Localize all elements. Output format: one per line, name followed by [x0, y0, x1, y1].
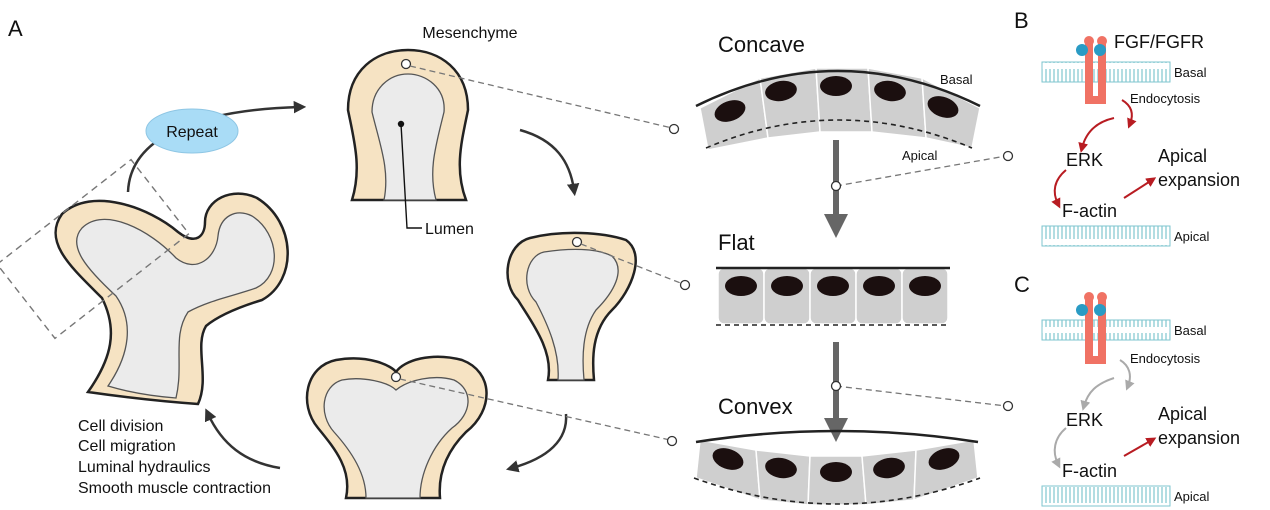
bud-stage-1 [348, 50, 468, 228]
epithelium-flat [716, 268, 950, 325]
b-apical-expansion-line2: expansion [1158, 170, 1240, 190]
concave-basal-label: Basal [940, 72, 973, 87]
epithelium-convex [694, 431, 980, 505]
bud-stage-3 [307, 357, 487, 498]
c-endocytosis-label: Endocytosis [1130, 351, 1201, 366]
b-erk-label: ERK [1066, 150, 1103, 170]
b-factin-label: F-actin [1062, 201, 1117, 221]
c-erk-label: ERK [1066, 410, 1103, 430]
fgf-ligand [1094, 44, 1106, 56]
repeat-label: Repeat [166, 124, 218, 141]
panel-label-c: C [1014, 272, 1030, 297]
mechanisms-list: Cell division Cell migration Luminal hyd… [78, 418, 271, 497]
c-basal-label: Basal [1174, 323, 1207, 338]
bud-stage-2 [508, 233, 636, 380]
mesenchyme-label: Mesenchyme [422, 25, 517, 42]
fgf-ligand [1076, 304, 1088, 316]
b-basal-label: Basal [1174, 65, 1207, 80]
concave-label: Concave [718, 32, 805, 57]
convex-label: Convex [718, 394, 793, 419]
b-apical-label: Apical [1174, 229, 1210, 244]
fgf-ligand [1094, 304, 1106, 316]
c-apical-expansion-line1: Apical [1158, 404, 1207, 424]
epithelium-concave [696, 68, 980, 150]
b-endocytosis-label: Endocytosis [1130, 91, 1201, 106]
b-apical-expansion-line1: Apical [1158, 146, 1207, 166]
panel-label-b: B [1014, 8, 1029, 33]
mechanism-item: Luminal hydraulics [78, 459, 211, 476]
c-factin-label: F-actin [1062, 461, 1117, 481]
fgf-fgfr-label: FGF/FGFR [1114, 32, 1204, 52]
c-apical-expansion-line2: expansion [1158, 428, 1240, 448]
c-apical-label: Apical [1174, 489, 1210, 504]
panel-label-a: A [8, 16, 23, 41]
lumen-label: Lumen [425, 221, 474, 238]
concave-apical-label: Apical [902, 148, 938, 163]
mechanism-item: Cell division [78, 418, 163, 435]
mechanism-item: Smooth muscle contraction [78, 480, 271, 497]
flat-label: Flat [718, 230, 755, 255]
fgf-ligand [1076, 44, 1088, 56]
mechanism-item: Cell migration [78, 438, 176, 455]
branched-tube [0, 160, 288, 404]
